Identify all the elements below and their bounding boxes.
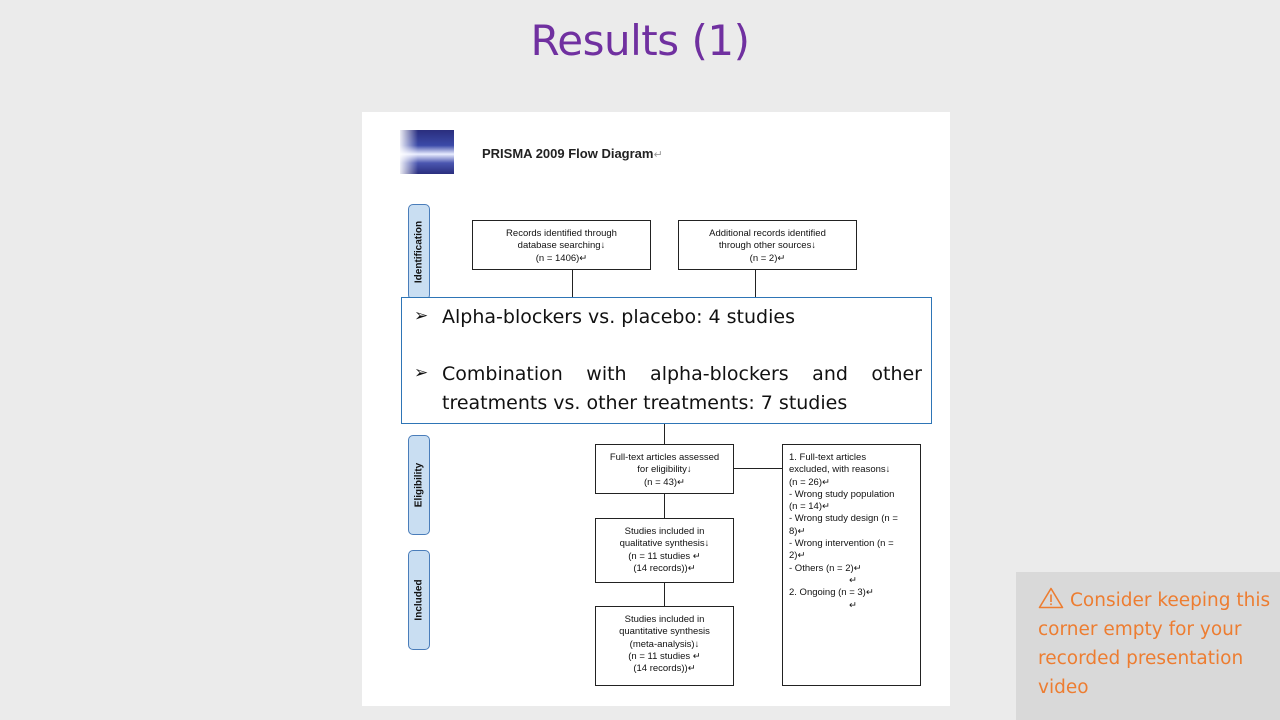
notice-message: Consider keeping this corner empty for y… [1038, 590, 1271, 698]
box-line: qualitative synthesis↓ [619, 538, 710, 550]
box-line: database searching↓ [517, 240, 606, 252]
box-line: Records identified through [506, 228, 617, 239]
box-line: - Wrong intervention (n = [789, 538, 894, 550]
slide-title: Results (1) [530, 16, 751, 65]
qualitative-synthesis-box: Studies included in qualitative synthesi… [595, 518, 734, 583]
box-line: Full-text articles assessed [609, 452, 720, 463]
callout-item: Combination with alpha-blockers and othe… [442, 363, 922, 414]
box-line: excluded, with reasons↓ [789, 464, 891, 476]
video-corner-notice: Consider keeping this corner empty for y… [1016, 572, 1280, 720]
stage-eligibility-label: Eligibility [413, 462, 425, 508]
connector-line [755, 270, 756, 298]
box-line: for eligibility↓ [637, 464, 692, 476]
box-line: 1. Full-text articles [789, 452, 867, 463]
box-line: (meta-analysis)↓ [629, 638, 700, 650]
box-line: (n = 11 studies ↵ [628, 550, 701, 562]
stage-included-label: Included [413, 579, 425, 621]
records-other-sources-box: Additional records identified through ot… [678, 220, 857, 270]
box-line: (14 records))↵ [633, 562, 696, 574]
arrow-bullet-icon: ➢ [414, 363, 429, 383]
box-line: Studies included in [624, 614, 705, 625]
box-line: - Wrong study population [789, 488, 895, 500]
stage-included: Included [408, 550, 430, 650]
warning-icon [1038, 587, 1064, 609]
connector-line [664, 582, 665, 606]
return-mark: ↵ [653, 149, 663, 161]
box-line: (n = 11 studies ↵ [628, 650, 701, 662]
box-line: (n = 43)↵ [644, 476, 685, 488]
box-line: ↵ [849, 599, 857, 611]
box-line: - Others (n = 2)↵ [789, 562, 862, 574]
stage-identification: Identification [408, 204, 430, 300]
box-line: - Wrong study design (n = [789, 513, 898, 525]
diagram-title: PRISMA 2009 Flow Diagram↵ [482, 146, 663, 161]
records-database-box: Records identified through database sear… [472, 220, 651, 270]
box-line: (n = 2)↵ [749, 252, 786, 264]
summary-callout: ➢ Alpha-blockers vs. placebo: 4 studies … [401, 297, 932, 424]
box-line: 2)↵ [789, 550, 806, 562]
quantitative-synthesis-box: Studies included in quantitative synthes… [595, 606, 734, 686]
box-line: (14 records))↵ [633, 663, 696, 675]
connector-line [664, 424, 665, 444]
box-line: 2. Ongoing (n = 3)↵ [789, 587, 874, 599]
box-line: ↵ [849, 574, 857, 586]
connector-line [733, 468, 783, 469]
arrow-bullet-icon: ➢ [414, 306, 429, 326]
box-line: Studies included in [624, 526, 705, 537]
diagram-title-text: PRISMA 2009 Flow Diagram [482, 146, 654, 161]
box-line: through other sources↓ [718, 240, 817, 252]
stage-eligibility: Eligibility [408, 435, 430, 535]
box-line: (n = 1406)↵ [535, 252, 588, 264]
notice-text: Consider keeping this corner empty for y… [1038, 586, 1274, 702]
box-line: 8)↵ [789, 525, 806, 537]
connector-line [572, 270, 573, 298]
connector-line [664, 493, 665, 519]
prisma-logo [400, 130, 454, 174]
box-line: Additional records identified [709, 228, 826, 239]
box-line: (n = 26)↵ [789, 476, 830, 488]
box-line: quantitative synthesis [619, 626, 710, 638]
callout-item: Alpha-blockers vs. placebo: 4 studies [442, 306, 795, 328]
stage-identification-label: Identification [413, 220, 425, 284]
box-line: (n = 14)↵ [789, 501, 830, 513]
full-text-assessed-box: Full-text articles assessed for eligibil… [595, 444, 734, 494]
excluded-articles-box: 1. Full-text articles excluded, with rea… [782, 444, 921, 686]
